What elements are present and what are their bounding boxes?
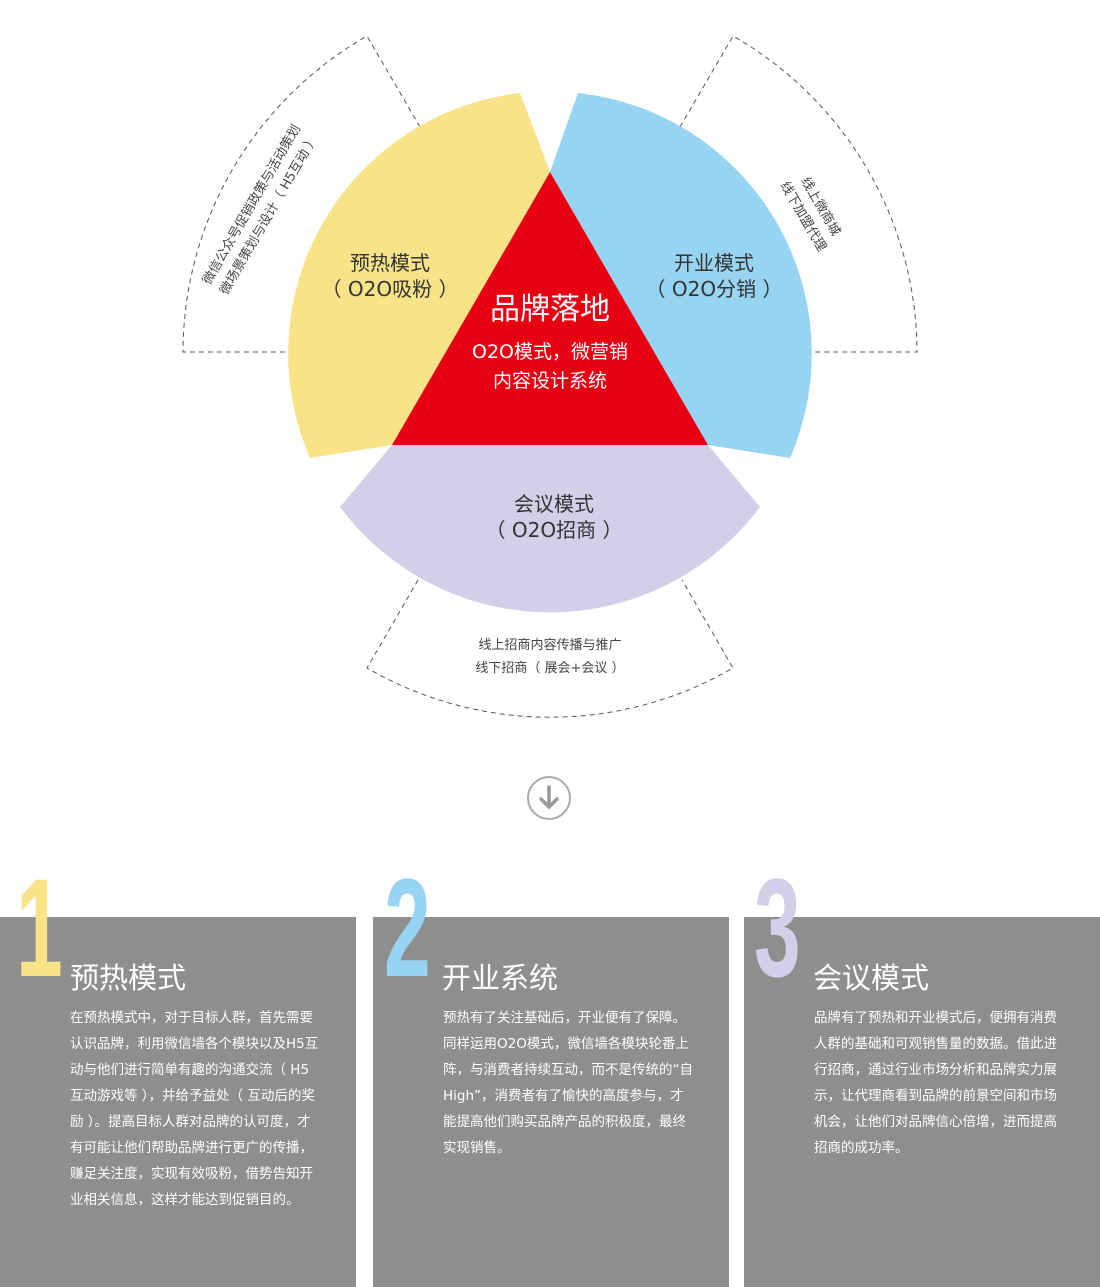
panel-number: 3	[754, 849, 801, 1006]
panel-title: 会议模式	[813, 961, 930, 995]
panel-text: 品牌有了预热和开业模式后，便拥有消费人群的基础和可观销售量的数据。借此进行招商，…	[814, 1010, 1057, 1156]
sector-label-opening: 开业模式 （ O2O分销 ）	[634, 250, 794, 302]
sector-blue	[550, 93, 812, 458]
panel-2	[373, 917, 729, 1287]
panel-text: 预热有了关注基础后，开业便有了保障。同样运用O2O模式，微信墙各模块轮番上阵，与…	[443, 1010, 693, 1156]
panel-1	[0, 917, 356, 1287]
outer-sector-left	[182, 35, 421, 353]
center-sub: 内容设计系统	[492, 370, 607, 392]
arrow-down-circle-icon[interactable]	[527, 776, 571, 820]
sector-label-preheat: 预热模式 （ O2O吸粉 ）	[310, 250, 470, 302]
outer-sector-bottom	[366, 579, 734, 718]
center-triangle	[392, 172, 708, 445]
panel-text: 在预热模式中，对于目标人群，首先需要认识品牌，利用微信墙各个模块以及H5互动与他…	[70, 1010, 319, 1208]
sector-sub: （ O2O招商 ）	[485, 518, 623, 542]
sector-name: 会议模式	[514, 492, 594, 516]
sector-purple	[340, 445, 760, 613]
panel-number: 2	[384, 849, 431, 1006]
note: 线下招商（ 展会+会议 ）	[475, 661, 625, 676]
panel-title: 开业系统	[442, 961, 559, 995]
diagram	[182, 35, 918, 718]
sector-name: 开业模式	[674, 251, 754, 275]
center-title: 品牌落地	[490, 292, 610, 327]
panel-3	[744, 917, 1100, 1287]
sector-label-meeting: 会议模式 （ O2O招商 ）	[474, 491, 634, 543]
sector-sub: （ O2O分销 ）	[645, 277, 783, 301]
sector-name: 预热模式	[350, 251, 430, 275]
panel-number: 1	[16, 849, 63, 1006]
sector-yellow	[288, 93, 550, 458]
outer-sector-right	[679, 35, 918, 353]
notes-meeting: 线上招商内容传播与推广 线下招商（ 展会+会议 ）	[400, 634, 700, 680]
note: 线上招商内容传播与推广	[478, 638, 622, 653]
center-sub: O2O模式，微营销	[472, 341, 628, 363]
sector-sub: （ O2O吸粉 ）	[321, 277, 459, 301]
panel-title: 预热模式	[70, 961, 187, 995]
center-label: 品牌落地 O2O模式，微营销 内容设计系统	[430, 290, 670, 396]
